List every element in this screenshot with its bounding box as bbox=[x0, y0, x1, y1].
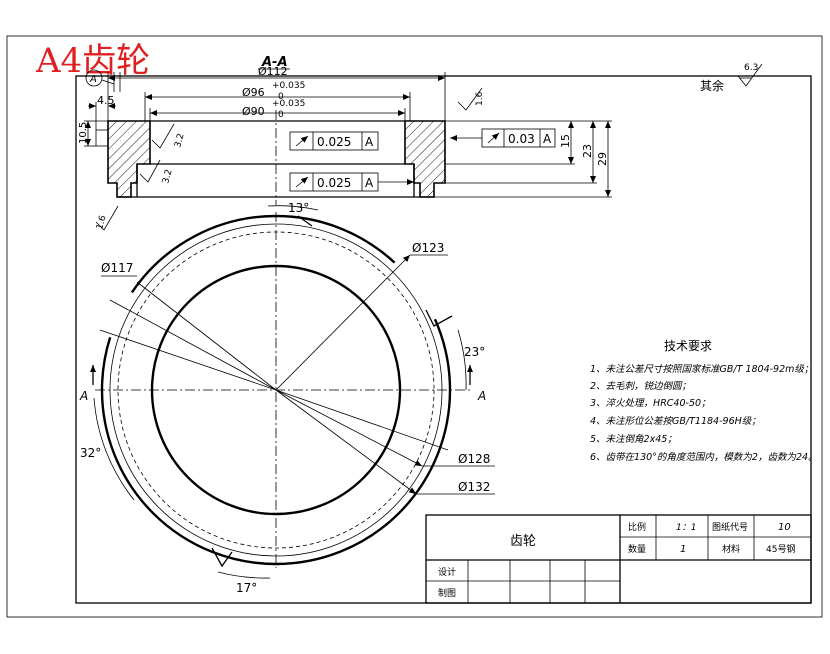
tech-item-3: 3、淬火处理，HRC40-50； bbox=[590, 397, 711, 409]
svg-text:0.025: 0.025 bbox=[317, 176, 351, 190]
svg-text:比例: 比例 bbox=[628, 521, 646, 533]
circle-d123-outer bbox=[100, 214, 452, 566]
tech-item-1: 1、未注公差尺寸按照国家标准GB/T 1804-92m级； bbox=[590, 363, 813, 375]
angle-13: 13° bbox=[288, 201, 309, 215]
svg-text:A: A bbox=[543, 132, 552, 146]
plan-view: 13° 23° 32° 17° Ø117 Ø123 Ø128 Ø132 A A bbox=[79, 201, 495, 595]
svg-text:A: A bbox=[79, 389, 88, 403]
section-title: A-A bbox=[261, 55, 288, 70]
svg-text:Ø112: Ø112 bbox=[258, 65, 288, 78]
tech-item-6: 6、齿带在130°的角度范围内，模数为2，齿数为24。 bbox=[590, 451, 818, 463]
title-block: 齿轮 比例 1：1 图纸代号 10 数量 1 材料 45号钢 设计 制图 bbox=[425, 514, 812, 604]
tolerance-frame-1: 0.025 A bbox=[289, 131, 379, 151]
svg-text:1.6: 1.6 bbox=[475, 91, 485, 106]
tolerance-frame-3: 0.03 A bbox=[450, 128, 556, 148]
svg-text:23: 23 bbox=[581, 144, 594, 158]
roughness-top: 1.6 bbox=[457, 87, 485, 111]
svg-text:Ø90: Ø90 bbox=[242, 105, 265, 118]
svg-text:0.025: 0.025 bbox=[317, 135, 351, 149]
dim-d132: Ø132 bbox=[458, 480, 490, 494]
roughness-inner2: 3.2 bbox=[139, 159, 175, 185]
svg-text:Ø96: Ø96 bbox=[242, 86, 265, 99]
svg-text:+0.035: +0.035 bbox=[272, 81, 305, 91]
svg-text:10: 10 bbox=[778, 522, 791, 533]
svg-text:A: A bbox=[365, 176, 374, 190]
svg-text:3.2: 3.2 bbox=[173, 132, 186, 148]
roughness-inner1: 3.2 bbox=[151, 123, 187, 149]
svg-text:1：1: 1：1 bbox=[676, 523, 696, 533]
svg-text:1: 1 bbox=[680, 544, 686, 555]
svg-text:3.2: 3.2 bbox=[161, 168, 174, 184]
svg-text:制图: 制图 bbox=[438, 587, 456, 599]
circle-d117 bbox=[117, 231, 435, 549]
svg-text:1.6: 1.6 bbox=[95, 214, 108, 231]
tech-requirements: 技术要求 1、未注公差尺寸按照国家标准GB/T 1804-92m级； 2、去毛刺… bbox=[590, 339, 818, 463]
tech-item-2: 2、去毛刺，锐边倒圆； bbox=[590, 381, 691, 392]
svg-text:0.03: 0.03 bbox=[508, 132, 535, 146]
svg-text:数量: 数量 bbox=[628, 543, 646, 555]
dim-d123: Ø123 bbox=[412, 241, 444, 255]
svg-text:A: A bbox=[365, 135, 374, 149]
tolerance-frame-2: 0.025 A bbox=[289, 172, 414, 192]
angle-17: 17° bbox=[236, 581, 257, 595]
circle-d128 bbox=[109, 223, 443, 557]
svg-text:6.3: 6.3 bbox=[744, 63, 758, 73]
rest-finish: 其余 6.3 bbox=[700, 63, 763, 93]
svg-text:材料: 材料 bbox=[722, 543, 740, 555]
svg-text:+0.035: +0.035 bbox=[272, 99, 305, 109]
angle-23: 23° bbox=[464, 345, 485, 359]
tech-item-4: 4、未注形位公差按GB/T1184-96H级； bbox=[590, 415, 761, 427]
roughness-left: 1.6 bbox=[95, 205, 119, 231]
svg-text:0: 0 bbox=[278, 110, 284, 120]
section-right-hatch bbox=[404, 120, 446, 198]
stamp-text: A4齿轮 bbox=[35, 41, 150, 81]
svg-text:15: 15 bbox=[559, 134, 572, 148]
angle-32: 32° bbox=[80, 446, 101, 460]
tech-item-5: 5、未注倒角2x45； bbox=[590, 433, 677, 445]
svg-text:45号钢: 45号钢 bbox=[766, 543, 795, 555]
svg-text:A: A bbox=[89, 74, 97, 85]
dim-d117: Ø117 bbox=[101, 261, 133, 275]
svg-text:A: A bbox=[477, 389, 486, 403]
svg-text:29: 29 bbox=[596, 152, 609, 166]
svg-text:其余: 其余 bbox=[700, 78, 724, 93]
part-name: 齿轮 bbox=[510, 534, 536, 549]
svg-text:10.5: 10.5 bbox=[78, 122, 89, 144]
svg-text:0: 0 bbox=[278, 92, 284, 102]
outer-border bbox=[6, 35, 823, 618]
section-view: A-A A Ø112 Ø96 +0.035 0 bbox=[78, 55, 612, 231]
svg-text:设计: 设计 bbox=[438, 566, 456, 578]
dim-d128: Ø128 bbox=[458, 452, 490, 466]
section-left-hatch bbox=[107, 120, 151, 198]
circle-d90-bore bbox=[150, 264, 402, 516]
svg-text:4.5: 4.5 bbox=[97, 94, 115, 107]
svg-text:图纸代号: 图纸代号 bbox=[712, 521, 748, 533]
tech-title: 技术要求 bbox=[664, 339, 712, 353]
